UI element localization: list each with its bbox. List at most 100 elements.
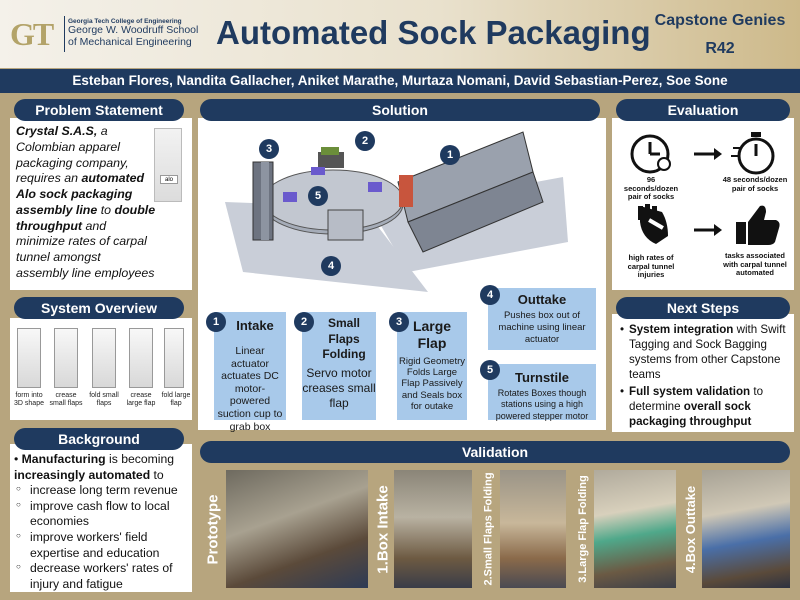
package-tag: alo	[160, 175, 178, 184]
card-intake-title: Intake	[236, 318, 274, 333]
small-flaps-photo	[500, 470, 566, 588]
background-item-2: improve cash flow to local economies	[14, 499, 188, 530]
next-step-1-text: with Swift Tagging and Sock Bagging syst…	[629, 323, 786, 382]
poster-title: Automated Sock Packaging	[216, 14, 651, 51]
background-lead: • Manufacturing is becoming increasingly…	[14, 452, 175, 482]
card-large-flap-body: Rigid Geometry Folds Large Flap Passivel…	[399, 355, 465, 413]
logo-divider	[64, 16, 65, 52]
gt-logo: GT	[10, 16, 54, 52]
box-slot-2	[368, 182, 382, 192]
arrow-right-icon-2	[694, 224, 722, 236]
next-steps-list: System integration with Swift Tagging an…	[620, 322, 792, 431]
val-label-large-flap: 3.Large Flap Folding	[572, 470, 594, 588]
card-turnstile-title: Turnstile	[515, 370, 569, 385]
card-intake: Intake Linear actuator actuates DC motor…	[214, 312, 286, 433]
card-outtake-title: Outtake	[517, 292, 567, 307]
outtake-frame	[407, 171, 544, 253]
next-steps-heading: Next Steps	[616, 297, 790, 319]
clock-before-icon	[630, 134, 671, 174]
val-label-intake: 1.Box Intake	[372, 470, 394, 588]
injured-hand-icon	[638, 204, 668, 244]
cad-render	[225, 131, 568, 292]
problem-emph-2: double throughput	[16, 202, 156, 233]
val-label-small-flaps: 2.Small Flaps Folding	[478, 470, 500, 588]
val-label-prototype: Prototype	[202, 470, 224, 588]
card-turnstile-num: 5	[480, 360, 500, 380]
overview-photo-1	[17, 328, 41, 388]
overview-photo-2	[54, 328, 78, 388]
problem-text-3: and minimize rates of carpal tunnel amon…	[16, 218, 155, 280]
card-small-flaps-body: Servo motor creases small flap	[302, 365, 376, 410]
sock-package-photo: alo	[154, 128, 182, 202]
servo-station	[318, 152, 344, 168]
lead-bold-2: increasingly automated	[14, 467, 151, 482]
authors-bar: Esteban Flores, Nandita Gallacher, Anike…	[0, 69, 800, 93]
next-step-2: Full system validation to determine over…	[620, 384, 792, 429]
school-line-2: of Mechanical Engineering	[68, 35, 192, 48]
problem-heading: Problem Statement	[14, 99, 184, 121]
card-small-flaps: Small Flaps Folding Servo motor creases …	[302, 312, 376, 420]
large-flap-photo	[594, 470, 676, 588]
background-item-4: decrease workers' rates of injury and fa…	[14, 561, 188, 592]
background-item-1: increase long term revenue	[14, 483, 188, 499]
solution-heading: Solution	[200, 99, 600, 121]
next-step-1: System integration with Swift Tagging an…	[620, 322, 792, 382]
intake-tower-face	[261, 162, 269, 240]
evaluation-heading: Evaluation	[616, 99, 790, 121]
card-intake-body: Linear actuator actuates DC motor-powere…	[217, 345, 283, 433]
card-small-flaps-title: Small Flaps Folding	[322, 316, 366, 362]
card-small-flaps-num: 2	[294, 312, 314, 332]
eval-before-injury: high rates of carpal tunnel injuries	[627, 253, 675, 280]
marker-2: 2	[355, 131, 375, 151]
cad-floor-left	[225, 202, 428, 292]
card-turnstile-body: Rotates Boxes though stations using a hi…	[495, 388, 589, 421]
background-list: • Manufacturing is becoming increasingly…	[14, 452, 188, 592]
background-item-3: improve workers' field expertise and edu…	[14, 530, 188, 561]
flap-station	[327, 209, 364, 241]
box-slot-1	[283, 192, 297, 202]
evaluation-icons	[630, 132, 780, 245]
marker-4: 4	[321, 256, 341, 276]
box-intake-photo	[394, 470, 472, 588]
marker-3: 3	[259, 139, 279, 159]
problem-text-2: to	[97, 202, 115, 217]
card-outtake: Outtake Pushes box out of machine using …	[488, 288, 596, 350]
overview-step-4: crease large flap	[126, 392, 156, 407]
card-outtake-num: 4	[480, 285, 500, 305]
marker-1: 1	[440, 145, 460, 165]
box-slot-3	[311, 167, 325, 175]
val-text-small-flaps: 2.Small Flaps Folding	[483, 472, 496, 586]
college-line: Georgia Tech College of Engineering	[68, 18, 182, 25]
lead-end: to	[150, 467, 164, 482]
val-text-intake: 1.Box Intake	[374, 484, 392, 574]
overview-step-3: fold small flaps	[89, 392, 119, 407]
box-on-outtake	[399, 175, 413, 207]
problem-text-1: a Colombian apparel packaging company, r…	[16, 124, 129, 186]
val-text-prototype: Prototype	[204, 493, 222, 565]
problem-text: Crystal S.A.S, a Colombian apparel packa…	[16, 124, 156, 282]
overview-step-5: fold large flap	[161, 392, 191, 407]
card-outtake-body: Pushes box out of machine using linear a…	[498, 310, 586, 345]
arrow-right-icon	[694, 148, 722, 160]
company-name: Crystal S.A.S,	[16, 124, 98, 138]
overview-photo-4	[129, 328, 153, 388]
poster-header	[0, 0, 800, 68]
servo-board	[321, 147, 339, 155]
card-large-flap: Large Flap Rigid Geometry Folds Large Fl…	[397, 312, 467, 420]
next-step-2-text: to determine	[629, 385, 764, 414]
marker-5: 5	[308, 186, 328, 206]
eval-after-injury: tasks associated with carpal tunnel auto…	[723, 251, 787, 278]
card-turnstile: Turnstile Rotates Boxes though stations …	[488, 364, 596, 421]
card-intake-num: 1	[206, 312, 226, 332]
lead-bold-1: Manufacturing	[21, 452, 106, 466]
overview-photo-3	[92, 328, 116, 388]
problem-emph-1: automated Alo sock packaging assembly li…	[16, 171, 145, 217]
prototype-photo	[226, 470, 368, 588]
card-large-flap-num: 3	[389, 312, 409, 332]
team-code: R42	[705, 40, 735, 57]
thumbs-up-icon	[736, 205, 780, 245]
card-large-flap-title: Large Flap	[412, 318, 452, 351]
next-step-1-bold: System integration	[629, 323, 734, 336]
stopwatch-after-icon	[731, 132, 775, 175]
overview-heading: System Overview	[14, 297, 184, 319]
